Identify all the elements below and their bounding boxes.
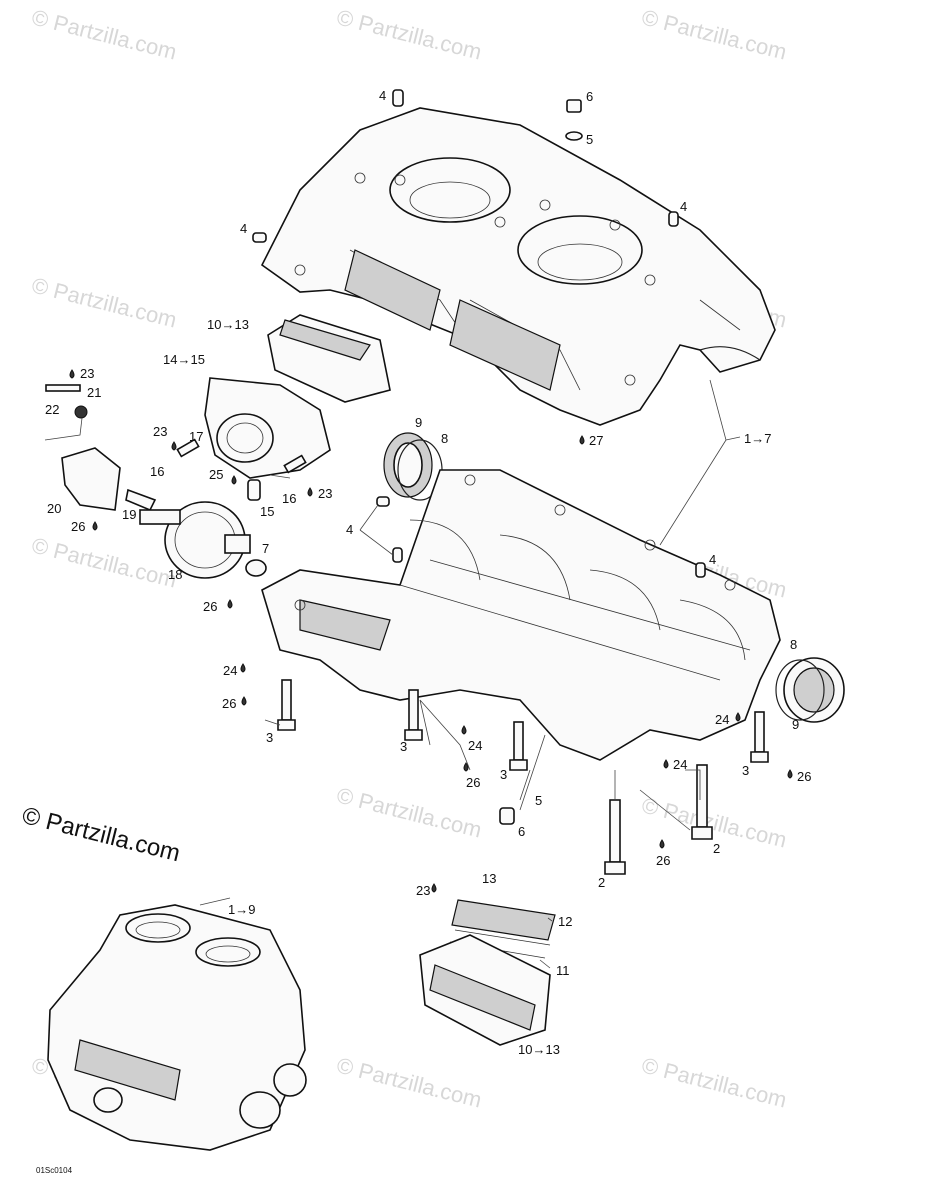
callout-label: 26 bbox=[656, 853, 671, 868]
callout-label: 18 bbox=[168, 567, 183, 582]
callout-label: 10→13 bbox=[207, 317, 249, 332]
rotary-valve-gear bbox=[139, 501, 267, 579]
callout-label: 26 bbox=[222, 696, 237, 711]
seal-upper bbox=[383, 432, 443, 501]
callout-label: 2 bbox=[598, 875, 606, 890]
rotary-valve-housing bbox=[204, 377, 331, 479]
callout-label: 25 bbox=[209, 467, 224, 482]
callout-label: 9 bbox=[792, 717, 800, 732]
callout-label: 24 bbox=[223, 663, 238, 678]
callout-label: 8 bbox=[790, 637, 798, 652]
callout-label: 16 bbox=[150, 464, 165, 479]
engine-assembly-inset bbox=[47, 904, 307, 1151]
callout-label: 23 bbox=[318, 486, 333, 501]
callout-label: 4 bbox=[379, 88, 387, 103]
callout-label: 3 bbox=[742, 763, 750, 778]
dowel-pin-lower bbox=[695, 562, 706, 578]
diagram-code: 01Sc0104 bbox=[36, 1166, 73, 1175]
callout-label: 4 bbox=[680, 199, 688, 214]
callout-label: 21 bbox=[87, 385, 102, 400]
lower-crankcase bbox=[261, 469, 781, 761]
seal-lower bbox=[775, 657, 845, 723]
callout-label: 4 bbox=[240, 221, 248, 236]
dowel-pin-top bbox=[252, 89, 679, 243]
callout-label: 26 bbox=[71, 519, 86, 534]
callout-label: 5 bbox=[535, 793, 543, 808]
lubricant-drop-icon bbox=[69, 369, 793, 893]
callout-label: 22 bbox=[45, 402, 60, 417]
callout-label: 24 bbox=[468, 738, 483, 753]
reed-valve-upper bbox=[267, 314, 391, 403]
callout-label: 1→7 bbox=[744, 431, 772, 446]
callout-label: 6 bbox=[586, 89, 594, 104]
callout-label: 12 bbox=[558, 914, 573, 929]
callout-label: 15 bbox=[260, 504, 275, 519]
callout-label: 4 bbox=[346, 522, 354, 537]
leader-lines bbox=[44, 379, 741, 969]
dowel-pin-lower bbox=[376, 496, 390, 507]
upper-crankcase bbox=[260, 107, 776, 426]
callout-label: 17 bbox=[189, 429, 204, 444]
callout-label: 24 bbox=[673, 757, 688, 772]
callout-label: 20 bbox=[47, 501, 62, 516]
callout-label: 23 bbox=[416, 883, 431, 898]
callout-label: 23 bbox=[153, 424, 168, 439]
crankcase-bolts bbox=[277, 679, 769, 875]
reed-valve-lower bbox=[419, 899, 556, 1046]
callout-label: 26 bbox=[797, 769, 812, 784]
callout-label: 11 bbox=[556, 963, 570, 978]
callout-label: 14→15 bbox=[163, 352, 205, 367]
small-parts-left bbox=[45, 384, 307, 512]
dowel-pin-lower bbox=[392, 547, 403, 563]
callout-label: 5 bbox=[586, 132, 594, 147]
callout-label: 8 bbox=[441, 431, 449, 446]
callout-label: 16 bbox=[282, 491, 297, 506]
callout-label: 4 bbox=[709, 552, 717, 567]
callout-label: 26 bbox=[203, 599, 218, 614]
callout-label: 26 bbox=[466, 775, 481, 790]
callout-label: 3 bbox=[400, 739, 408, 754]
callout-label: 3 bbox=[500, 767, 508, 782]
callout-label: 9 bbox=[415, 415, 423, 430]
callout-label: 1→9 bbox=[228, 902, 256, 917]
callout-label: 7 bbox=[262, 541, 270, 556]
callout-label: 3 bbox=[266, 730, 274, 745]
callout-label: 19 bbox=[122, 507, 137, 522]
callout-label: 27 bbox=[589, 433, 604, 448]
callout-label: 2 bbox=[713, 841, 721, 856]
callout-label: 13 bbox=[482, 871, 497, 886]
callout-label: 23 bbox=[80, 366, 95, 381]
callout-label: 24 bbox=[715, 712, 730, 727]
callout-label: 6 bbox=[518, 824, 526, 839]
callout-label: 10→13 bbox=[518, 1042, 560, 1057]
